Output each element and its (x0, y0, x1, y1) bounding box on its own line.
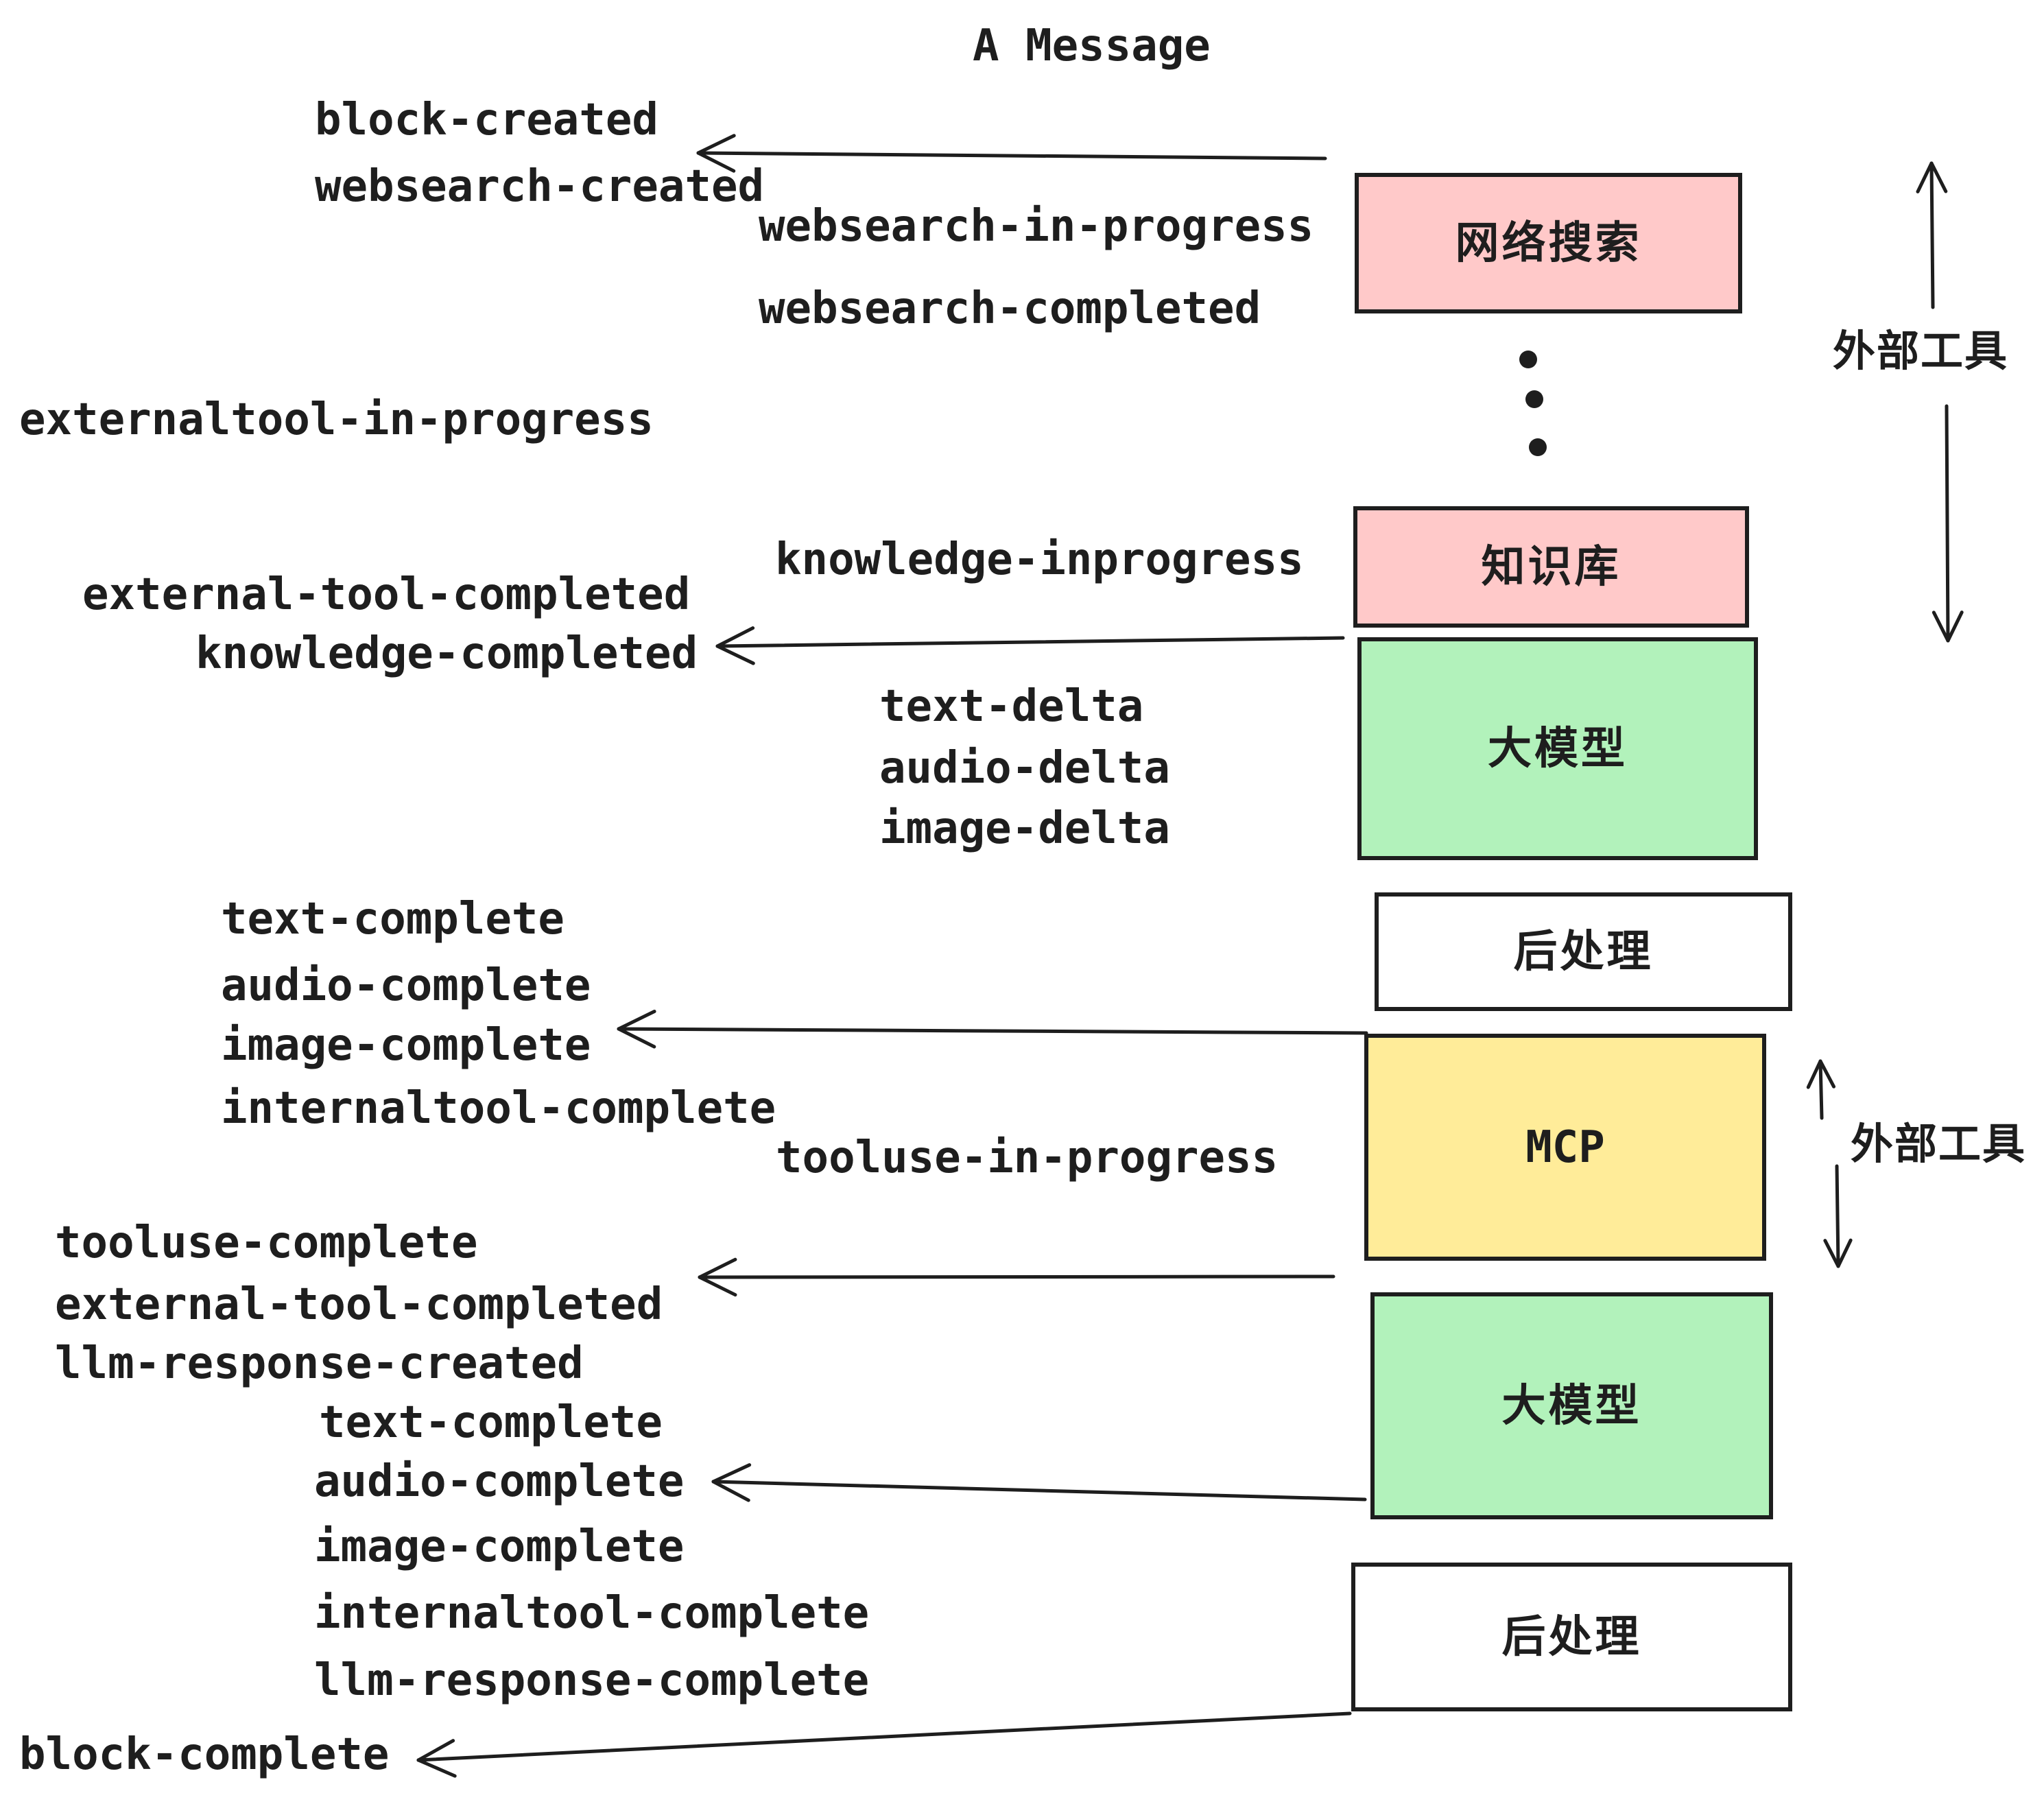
arrow-to-knowledge-completed-head (715, 626, 755, 648)
arrow-to-tooluse-complete-head (698, 1257, 737, 1279)
external-tools-up-arrow-2-head (1818, 1059, 1836, 1089)
postprocess-box-1-label: 后处理 (1513, 926, 1654, 977)
llm-box-2: 大模型 (1370, 1292, 1773, 1519)
external-tools-up-arrow-2-head (1806, 1059, 1822, 1089)
arrow-to-image-complete-head (617, 1027, 656, 1049)
event-llm-response-created: llm-response-created (55, 1338, 584, 1389)
event-audio-complete-2: audio-complete (314, 1456, 685, 1507)
arrow-to-websearch-created-head (696, 151, 736, 173)
event-external-tool-completed-1: external-tool-completed (82, 569, 691, 620)
event-websearch-completed: websearch-completed (759, 283, 1261, 334)
websearch-box: 网络搜索 (1355, 173, 1742, 313)
arrow-to-image-complete-head (617, 1010, 656, 1031)
arrow-to-tooluse-complete-head (698, 1275, 737, 1297)
mcp-box-label: MCP (1525, 1121, 1605, 1173)
arrow-to-audio-complete-head (711, 1463, 752, 1484)
llm-box-1: 大模型 (1357, 637, 1758, 860)
event-audio-delta-1: audio-delta (879, 743, 1170, 794)
external-tools-label-2: 外部工具 (1850, 1119, 2027, 1169)
event-image-complete-2: image-complete (314, 1521, 685, 1572)
arrow-to-block-complete (416, 1711, 1352, 1762)
external-tools-down-arrow-1-head (1932, 610, 1950, 643)
arrow-to-websearch-created (696, 151, 1327, 161)
event-block-created: block-created (315, 95, 658, 145)
event-tooluse-complete: tooluse-complete (55, 1218, 478, 1268)
external-tools-down-arrow-2 (1835, 1164, 1840, 1268)
event-text-complete-1: text-complete (221, 894, 565, 945)
event-text-complete-2: text-complete (319, 1397, 663, 1448)
arrow-to-knowledge-completed-head (715, 644, 755, 665)
event-image-complete-1: image-complete (221, 1020, 591, 1071)
ellipsis-dot-2 (1525, 390, 1543, 408)
event-knowledge-completed: knowledge-completed (195, 628, 698, 679)
arrow-to-knowledge-completed (715, 636, 1345, 648)
arrow-to-websearch-created-head (696, 134, 736, 155)
event-websearch-created: websearch-created (315, 161, 765, 212)
llm-box-2-label: 大模型 (1501, 1380, 1642, 1432)
event-text-delta-1: text-delta (879, 681, 1144, 732)
knowledge-box-label: 知识库 (1481, 541, 1621, 593)
mcp-box: MCP (1364, 1034, 1766, 1261)
postprocess-box-2: 后处理 (1351, 1563, 1792, 1711)
event-internaltool-complete-2: internaltool-complete (314, 1588, 870, 1639)
external-tools-up-arrow-1 (1929, 161, 1935, 309)
event-websearch-in-progress: websearch-in-progress (759, 201, 1314, 252)
arrow-to-audio-complete-head (711, 1480, 750, 1502)
external-tools-up-arrow-1-head (1916, 161, 1934, 193)
event-tooluse-in-progress: tooluse-in-progress (776, 1132, 1279, 1183)
llm-box-1-label: 大模型 (1488, 723, 1628, 774)
external-tools-down-arrow-2-head (1823, 1239, 1840, 1268)
external-tools-down-arrow-1-head (1946, 610, 1964, 643)
postprocess-box-2-label: 后处理 (1501, 1611, 1642, 1663)
external-tools-up-arrow-2 (1818, 1059, 1824, 1120)
diagram-title: A Message (973, 21, 1211, 71)
event-externaltool-in-progress: externaltool-in-progress (19, 394, 654, 445)
external-tools-up-arrow-1-head (1929, 161, 1948, 193)
event-external-tool-completed-2: external-tool-completed (55, 1279, 663, 1330)
event-audio-complete-1: audio-complete (221, 960, 591, 1011)
postprocess-box-1: 后处理 (1375, 892, 1792, 1011)
ellipsis-dot-1 (1519, 351, 1537, 368)
arrow-to-image-complete (617, 1027, 1368, 1035)
arrow-to-block-complete-head (416, 1758, 457, 1778)
ellipsis-dot-3 (1529, 438, 1547, 456)
event-llm-response-complete: llm-response-complete (314, 1655, 870, 1706)
external-tools-down-arrow-2-head (1836, 1238, 1853, 1268)
knowledge-box: 知识库 (1353, 506, 1749, 628)
event-knowledge-inprogress: knowledge-inprogress (775, 534, 1304, 585)
external-tools-down-arrow-1 (1945, 404, 1950, 643)
event-image-delta-1: image-delta (879, 803, 1170, 854)
websearch-box-label: 网络搜索 (1455, 217, 1642, 269)
external-tools-label-1: 外部工具 (1832, 326, 2009, 376)
event-internaltool-complete-1: internaltool-complete (221, 1083, 776, 1134)
arrow-to-audio-complete (711, 1480, 1367, 1502)
arrow-to-block-complete-head (416, 1739, 455, 1762)
event-block-complete: block-complete (19, 1729, 390, 1780)
